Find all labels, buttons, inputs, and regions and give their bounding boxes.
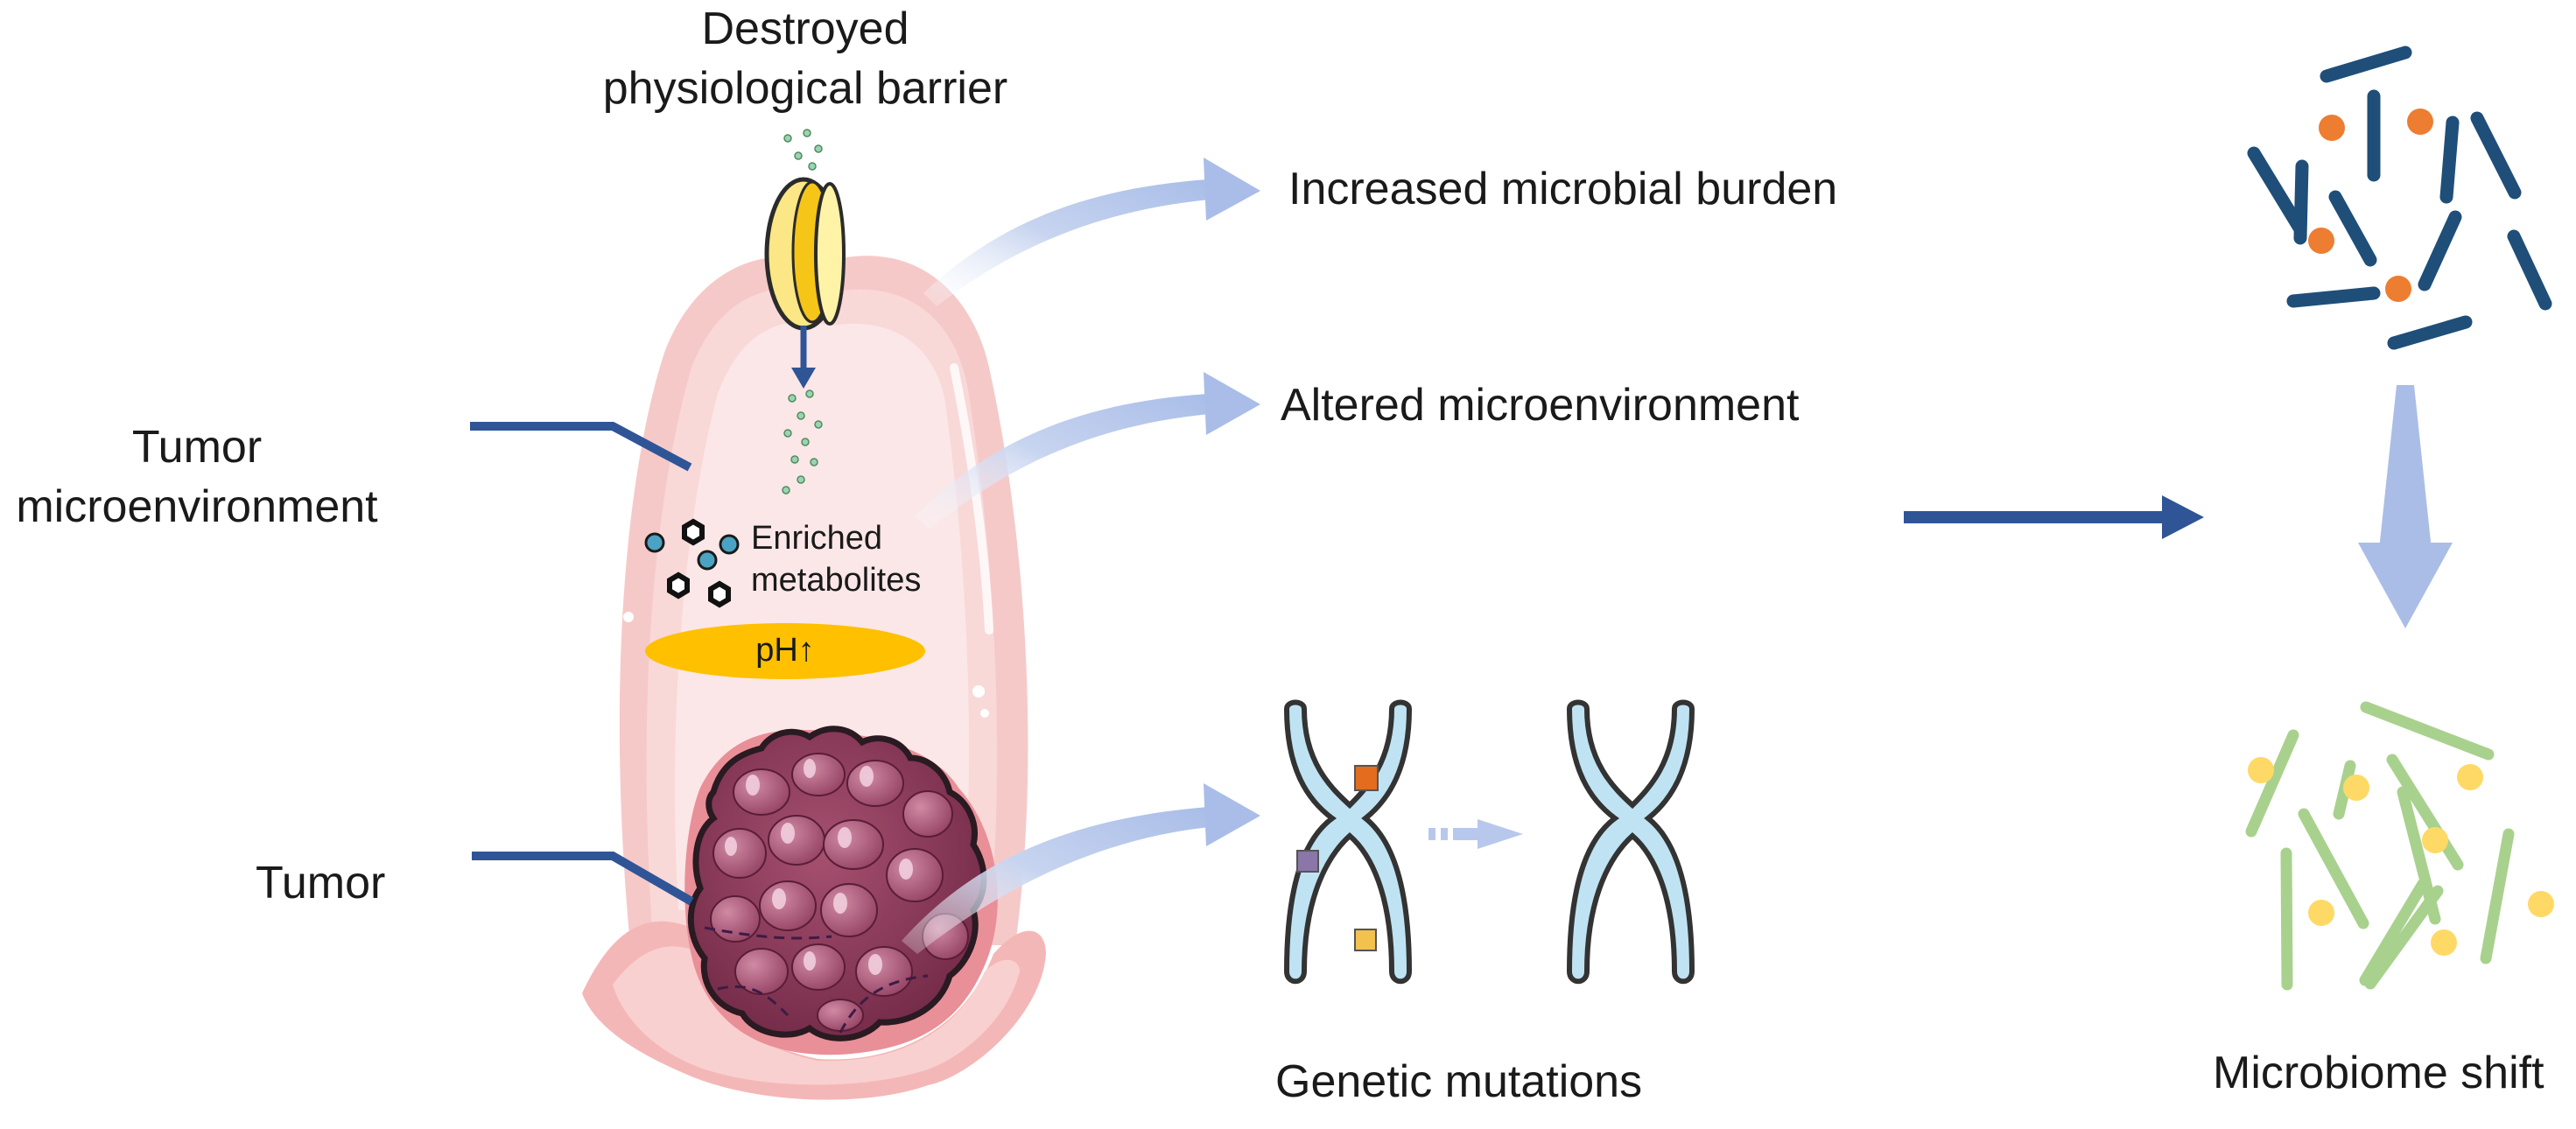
mutation-marker-orange [1354, 765, 1379, 791]
bacteria-cluster-after [2245, 701, 2515, 991]
ph-label: pH↑ [755, 632, 815, 669]
metabolites-label-line1: Enriched [751, 520, 882, 557]
tissue-base-inner [613, 946, 1020, 1085]
tumor-label: Tumor [256, 858, 386, 908]
curved-arrow-burden [923, 158, 1260, 306]
chromosome-transition-arrow [1428, 819, 1523, 849]
tissue-highlight-dot [623, 612, 634, 622]
ph-ellipse [645, 623, 925, 679]
tme-label-line2: microenvironment [16, 480, 378, 532]
bacteria-dots-after [2248, 757, 2554, 956]
curved-arrow-environment [915, 372, 1260, 529]
bacteria-cluster-before [2247, 46, 2552, 350]
increased-burden-label: Increased microbial burden [1288, 164, 1838, 214]
altered-environment-label: Altered microenvironment [1281, 380, 1800, 431]
main-arrow [1904, 495, 2204, 539]
tissue-highlight [950, 363, 993, 635]
microbiome-shift-label: Microbiome shift [2213, 1048, 2544, 1098]
tme-leader-line [470, 422, 692, 472]
metabolites-label: Enriched metabolites [751, 518, 921, 601]
barrier-channel [764, 177, 846, 331]
barrier-label-line1: Destroyed [701, 4, 909, 54]
metabolite-spheres [644, 532, 740, 571]
tumor-leader-line [472, 852, 694, 906]
mutated-chromosome [1283, 699, 1413, 985]
barrier-down-arrow [791, 326, 816, 389]
tumor-vessels [704, 926, 929, 1034]
curved-arrow-mutations [902, 783, 1260, 954]
bacteria-dots-before [2308, 109, 2433, 302]
barrier-label-line2: physiological barrier [602, 62, 1008, 114]
tme-label-line1: Tumor [131, 422, 263, 473]
mutation-marker-purple [1296, 850, 1319, 873]
shift-down-arrow [2358, 385, 2453, 628]
tme-label: Tumor microenvironment [0, 418, 394, 536]
tumor-mass [687, 726, 987, 1041]
tumor-cell-highlights [725, 759, 913, 975]
released-particles [782, 129, 823, 494]
tissue-highlight-dot [980, 709, 989, 718]
tissue-highlight-dot [972, 685, 985, 698]
metabolite-hexagons [667, 518, 731, 608]
barrier-label: Destroyed physiological barrier [560, 0, 1050, 118]
genetic-mutations-label: Genetic mutations [1275, 1056, 1643, 1107]
mutation-marker-yellow [1354, 929, 1377, 951]
metabolites-label-line2: metabolites [751, 561, 922, 599]
normal-chromosome [1566, 699, 1695, 985]
